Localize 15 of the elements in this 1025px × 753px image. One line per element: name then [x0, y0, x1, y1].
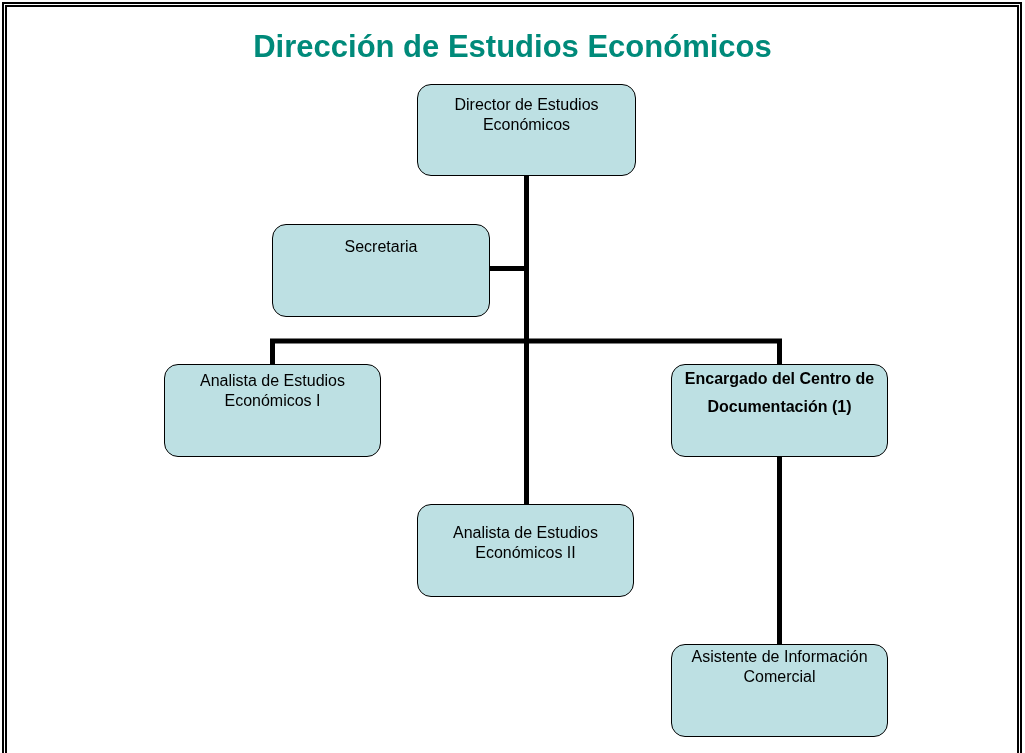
role-label: Director de Estudios Económicos [453, 95, 600, 135]
role-label: Secretaria [344, 237, 418, 257]
org-box [417, 504, 634, 597]
org-box [671, 364, 888, 457]
title: Dirección de Estudios Económicos [252, 28, 773, 66]
org-box [671, 644, 888, 737]
connector-line [777, 457, 782, 644]
org-box [164, 364, 381, 457]
role-label: Analista de Estudios Económicos II [452, 523, 599, 563]
connector-line [524, 176, 529, 504]
role-label: Asistente de Información Comercial [690, 647, 869, 687]
org-box [272, 224, 490, 317]
role-label: Analista de Estudios Económicos I [199, 371, 346, 411]
role-label: Encargado del Centro de Documentación (1) [683, 369, 876, 417]
org-box [417, 84, 636, 176]
